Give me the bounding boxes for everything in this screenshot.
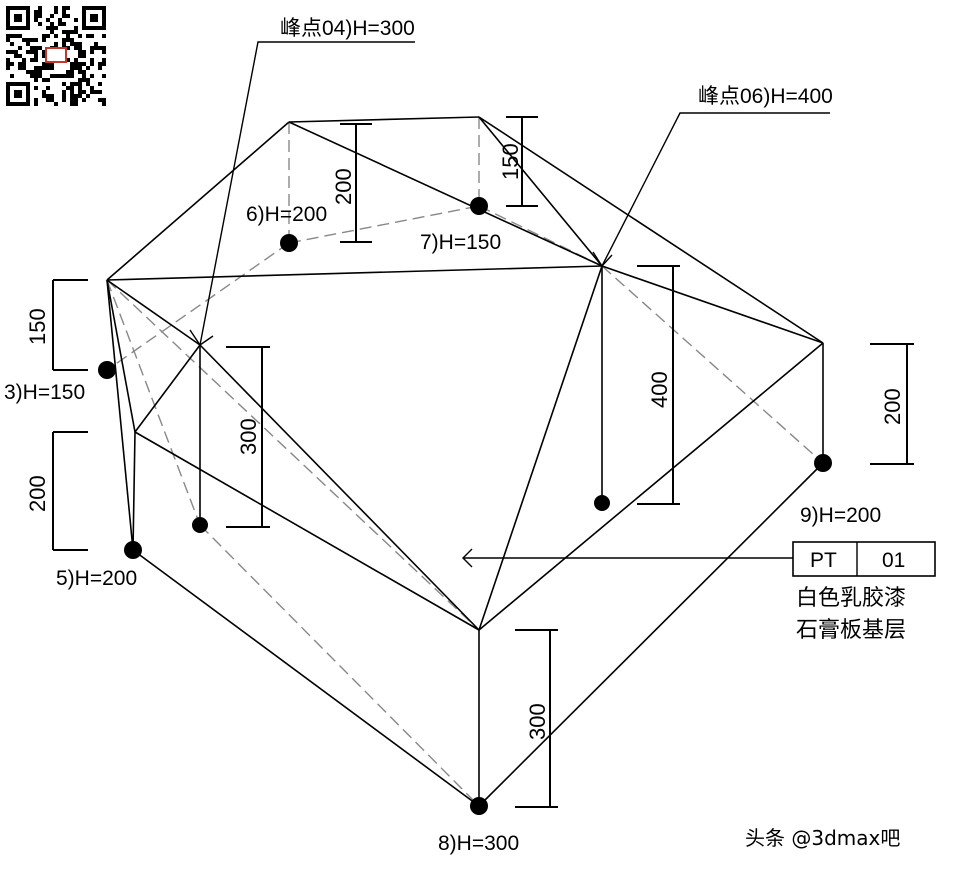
- point-5-marker: [124, 541, 142, 559]
- dim-200-top: [340, 123, 372, 243]
- point-8-marker: [470, 797, 488, 815]
- surface-edges: [106, 116, 824, 807]
- dim-200-right-value: 200: [880, 388, 905, 425]
- corner-watermark: 头条 @3dmax吧: [745, 826, 900, 850]
- point-3-label: 3)H=150: [4, 381, 85, 404]
- point-3-marker: [98, 361, 116, 379]
- dim-200-left: [52, 431, 88, 551]
- material-finish: 白色乳胶漆: [796, 586, 906, 611]
- point-7-marker: [470, 197, 488, 215]
- dim-150-left-value: 150: [25, 308, 50, 345]
- dim-150-top: [506, 116, 538, 207]
- peak-leaders: [189, 41, 830, 346]
- dim-200-left-value: 200: [25, 475, 50, 512]
- dimension-labels: 200 150 150 200 300 400 200 300: [25, 143, 905, 740]
- material-number: 01: [882, 549, 905, 572]
- dim-300-mid: [226, 346, 270, 528]
- dim-300-bottom: [515, 629, 558, 808]
- qr-code-icon: [6, 6, 106, 106]
- point-7-label: 7)H=150: [420, 231, 501, 254]
- material-tag: PT 01 白色乳胶漆 石膏板基层: [462, 541, 936, 643]
- point-8-label: 8)H=300: [438, 832, 519, 855]
- material-base: 石膏板基层: [796, 618, 906, 643]
- support-points: [98, 197, 832, 815]
- material-code: PT: [810, 549, 837, 572]
- point-5-label: 5)H=200: [56, 567, 137, 590]
- dim-200-top-value: 200: [331, 168, 356, 205]
- point-9-marker: [814, 454, 832, 472]
- dim-300-mid-value: 300: [236, 418, 261, 455]
- dim-400: [637, 265, 680, 505]
- point-6-marker: [280, 234, 298, 252]
- peak-04-base-marker: [192, 517, 208, 533]
- dim-150-left: [52, 279, 88, 371]
- point-labels: 峰点04)H=300 峰点06)H=400 3)H=150 5)H=200 6)…: [4, 17, 881, 855]
- point-9-label: 9)H=200: [800, 504, 881, 527]
- peak-04-label: 峰点04)H=300: [280, 17, 415, 40]
- dim-150-top-value: 150: [498, 143, 523, 180]
- dim-300-bottom-value: 300: [525, 703, 550, 740]
- hidden-lines: [106, 117, 824, 807]
- dim-400-value: 400: [647, 371, 672, 408]
- peak-06-label: 峰点06)H=400: [698, 85, 833, 108]
- dimension-lines: [52, 116, 914, 808]
- dim-200-right: [870, 343, 914, 465]
- peak-06-base-marker: [594, 495, 610, 511]
- point-6-label: 6)H=200: [246, 203, 327, 226]
